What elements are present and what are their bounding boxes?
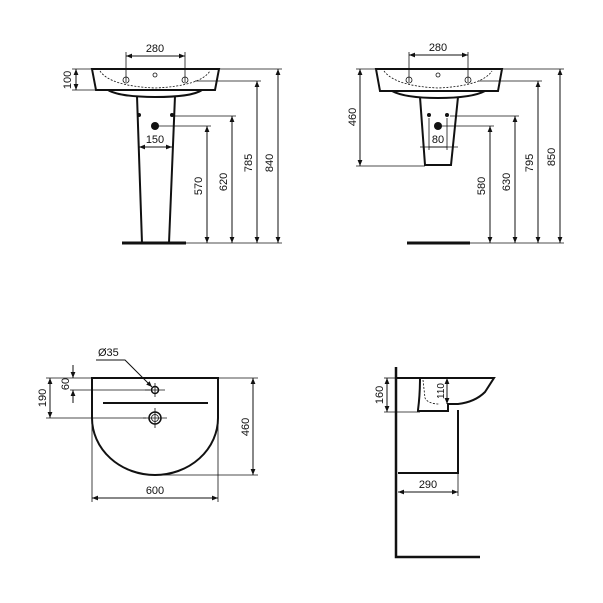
dim-795: 795 [524, 154, 536, 172]
pedestal-front-view: 280 100 150 840 785 620 570 [62, 43, 282, 245]
dim-160: 160 [374, 386, 386, 404]
basin-underside [107, 89, 203, 99]
dim-100: 100 [62, 71, 74, 89]
fixing-point [137, 113, 141, 117]
fixing-point [170, 113, 174, 117]
dim-110: 110 [436, 383, 447, 399]
dim-460: 460 [240, 418, 252, 436]
semi-pedestal-front-view: 280 460 80 850 795 630 580 [347, 42, 564, 245]
waste-point [151, 122, 159, 130]
dim-150: 150 [146, 134, 164, 146]
wall-and-floor [394, 367, 480, 559]
semi-pedestal-side [398, 410, 459, 474]
dim-290: 290 [419, 479, 437, 491]
dim-190: 190 [37, 389, 49, 407]
basin-outline [90, 68, 221, 91]
side-view: 160 110 290 [374, 367, 496, 559]
dim-60: 60 [60, 378, 72, 390]
dim-280: 280 [146, 43, 164, 55]
dim-630: 630 [501, 173, 513, 191]
dim-80: 80 [432, 134, 444, 146]
plan-view: Ø35 190 60 460 600 [37, 347, 258, 502]
dim-850: 850 [546, 148, 558, 166]
dim-620: 620 [218, 173, 230, 191]
dim-280: 280 [429, 42, 447, 54]
dim-570: 570 [193, 177, 205, 195]
dim-580: 580 [476, 177, 488, 195]
dim-diameter-35: Ø35 [98, 347, 119, 359]
dim-600: 600 [146, 485, 164, 497]
pedestal [136, 95, 176, 244]
dim-785: 785 [243, 154, 255, 172]
dim-840: 840 [264, 154, 276, 172]
semi-pedestal [419, 96, 459, 166]
dim-460: 460 [347, 108, 359, 126]
basin-side-profile [396, 377, 496, 412]
basin-outline [374, 68, 504, 92]
